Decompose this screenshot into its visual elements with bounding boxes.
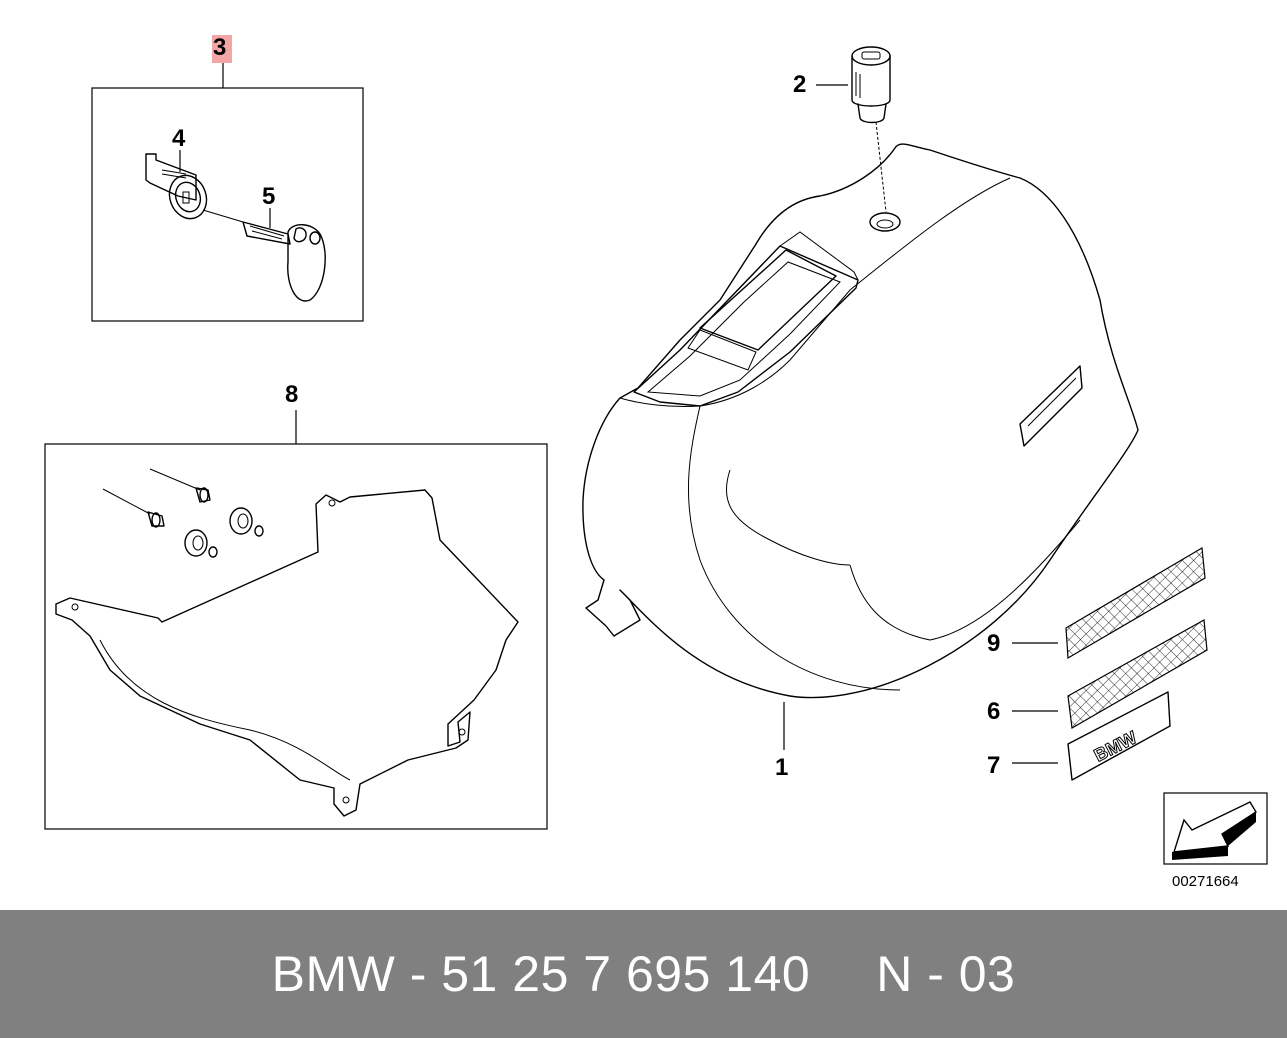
badge-text: BMW <box>1091 727 1140 765</box>
orientation-box <box>1163 792 1268 865</box>
bracket-kit-frame <box>44 443 548 830</box>
highlight-marker <box>212 35 232 63</box>
key-icon[interactable] <box>202 209 326 302</box>
callout-6[interactable]: 6 <box>987 698 1000 725</box>
lock-set-frame <box>91 87 364 322</box>
drawing-id: 00271664 <box>1172 873 1239 890</box>
callout-5[interactable]: 5 <box>262 183 275 210</box>
bracket-plate <box>55 489 519 817</box>
footer-bar: BMW - 51 25 7 695 140 N - 03 <box>0 910 1287 1038</box>
direction-arrow-icon <box>1172 801 1257 860</box>
footer-code: N - 03 <box>876 946 1016 1002</box>
grommet-icon <box>184 507 264 558</box>
lock-set-group: 3 4 5 <box>91 34 364 322</box>
bracket-kit-group: 8 <box>44 381 548 830</box>
callout-4[interactable]: 4 <box>172 125 186 152</box>
callout-2[interactable]: 2 <box>793 71 806 98</box>
side-case-shell <box>582 143 1139 699</box>
lock-barrel-icon[interactable] <box>851 46 891 213</box>
callout-8[interactable]: 8 <box>285 381 298 408</box>
lock-cylinder-icon[interactable] <box>145 153 212 224</box>
callout-3[interactable]: 3 <box>213 34 226 61</box>
footer-part-number: BMW - 51 25 7 695 140 <box>271 946 811 1002</box>
callout-7[interactable]: 7 <box>987 752 1000 779</box>
parts-diagram: 3 4 5 8 <box>44 34 1268 890</box>
reflector-strip-9 <box>1065 547 1206 660</box>
rivet-icon <box>102 468 211 528</box>
callout-9[interactable]: 9 <box>987 630 1000 657</box>
reflector-strip-6 <box>1067 619 1208 729</box>
callout-1[interactable]: 1 <box>775 754 788 781</box>
